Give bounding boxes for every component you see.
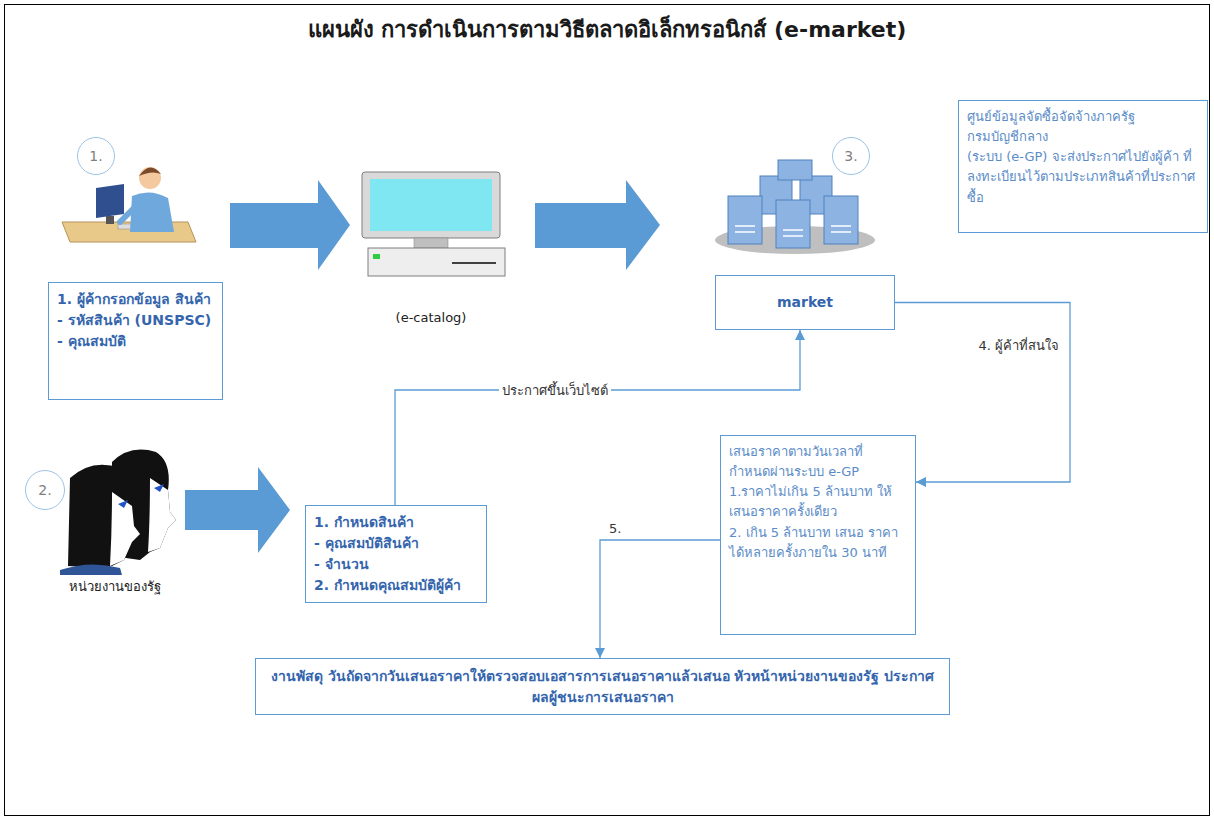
- node-text: 1.ราคาไม่เกิน 5 ล้านบาท ให้ เสนอราคาครั้…: [729, 482, 907, 522]
- server-detail: [735, 225, 755, 227]
- callout-circle: 2.: [25, 470, 65, 510]
- server: [728, 196, 762, 244]
- icon-label: (e-catalog): [396, 310, 467, 325]
- monitor-neck: [414, 238, 448, 248]
- node-text: 2. เกิน 5 ล้านบาท เสนอ ราคาได้หลายครั้งภ…: [729, 523, 907, 563]
- node-text: เสนอราคาตามวันเวลาที่ กำหนดผ่านระบบ e-GP: [729, 442, 907, 482]
- connector-line: [600, 540, 720, 658]
- person-face: [110, 492, 140, 566]
- node-text: (ระบบ (e-GP) จะส่งประกาศไปยังผู้ค้า ที่ล…: [967, 147, 1199, 207]
- server-detail: [831, 231, 851, 233]
- block-arrow: [185, 467, 290, 553]
- callout-circle: 3.: [832, 137, 870, 175]
- person-arm: [120, 206, 136, 222]
- process-box: 1. กำหนดสินค้า- คุณสมบัติสินค้า- จำนวน2.…: [305, 505, 487, 603]
- node-text: - จำนวน: [314, 554, 478, 575]
- person-eye: [154, 484, 164, 492]
- screen: [370, 179, 492, 231]
- node-text: 3.: [844, 148, 857, 164]
- node-text: - รหัสสินค้า (UNSPSC): [57, 310, 214, 331]
- callout-circle: 1.: [77, 137, 115, 175]
- result-box: งานพัสดุ วันถัดจากวันเสนอราคาให้ตรวจสอบเ…: [255, 658, 950, 715]
- agency-icon: [60, 450, 176, 575]
- server-detail: [783, 229, 803, 231]
- monitor: [96, 184, 124, 218]
- monitor-stand: [106, 216, 114, 224]
- monitor-frame: [362, 172, 500, 238]
- server-detail: [783, 235, 803, 237]
- computer-icon: [362, 172, 505, 276]
- server-detail: [735, 231, 755, 233]
- info-box: ศูนย์ข้อมูลจัดซื้อจัดจ้างภาครัฐกรมบัญชีก…: [958, 100, 1208, 233]
- person-shoulders: [60, 564, 122, 575]
- node-text: 1.: [89, 148, 102, 164]
- connector-label: 5.: [606, 521, 624, 536]
- person-silhouette: [68, 465, 140, 568]
- vendor-icon: [62, 167, 196, 242]
- block-arrow: [230, 180, 350, 270]
- person-eye: [118, 500, 128, 508]
- person-hair: [139, 167, 161, 176]
- connector-line: [895, 303, 1070, 483]
- node-text: 1. ผู้ค้ากรอกข้อมูล สินค้า: [57, 289, 214, 310]
- node-text: กรมบัญชีกลาง: [967, 127, 1199, 147]
- node-text: ศูนย์ข้อมูลจัดซื้อจัดจ้างภาครัฐ: [967, 107, 1199, 127]
- server-detail: [831, 225, 851, 227]
- process-box: 1. ผู้ค้ากรอกข้อมูล สินค้า- รหัสสินค้า (…: [48, 282, 223, 400]
- connector-label: 4. ผู้ค้าที่สนใจ: [975, 335, 1062, 356]
- diagram-title: แผนผัง การดำเนินการตามวิธีตลาดอิเล็กทรอน…: [0, 12, 1214, 47]
- node-text: market: [777, 292, 833, 313]
- icon-label: หน่วยงานของรัฐ: [69, 576, 161, 597]
- connector-label: ประกาศขึ้นเว็บไซต์: [499, 380, 611, 401]
- bidding-box: เสนอราคาตามวันเวลาที่ กำหนดผ่านระบบ e-GP…: [720, 435, 916, 635]
- server: [824, 196, 858, 244]
- node-text: 1. กำหนดสินค้า: [314, 512, 478, 533]
- power-led: [373, 254, 380, 259]
- server: [776, 200, 810, 248]
- drive-slot: [452, 262, 496, 264]
- page-border: [5, 5, 1210, 816]
- node-text: - คุณสมบัติ: [57, 331, 214, 352]
- system-box: market: [715, 275, 895, 330]
- server: [778, 160, 812, 180]
- person-body: [130, 192, 174, 232]
- block-arrow: [535, 180, 660, 270]
- person-face: [148, 478, 176, 552]
- node-text: 2. กำหนดคุณสมบัติผู้ค้า: [314, 575, 478, 596]
- node-text: 2.: [38, 482, 51, 498]
- node-text: งานพัสดุ วันถัดจากวันเสนอราคาให้ตรวจสอบเ…: [264, 666, 941, 708]
- node-text: - คุณสมบัติสินค้า: [314, 533, 478, 554]
- system-unit: [368, 248, 505, 276]
- person-head: [139, 167, 161, 189]
- desk: [62, 222, 196, 242]
